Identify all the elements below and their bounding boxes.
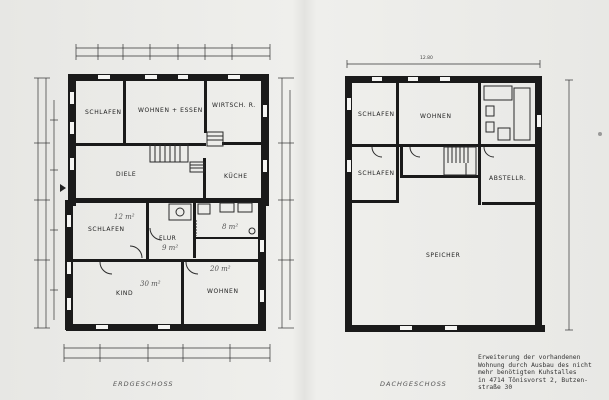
dachgeschoss-caption: DACHGESCHOSS [380,380,447,388]
eg-room-kueche: KÜCHE [224,173,248,180]
description-line: straße 30 [478,384,513,392]
eg-room-wohnen: WOHNEN [207,288,239,295]
eg-room-diele: DIELE [116,171,137,178]
eg-room-wohnen-essen: WOHNEN + ESSEN [138,107,203,114]
project-description: Erweiterung der vorhandenen Wohnung durc… [478,354,592,392]
dg-room-schlafen-2: SCHLAFEN [358,170,395,177]
dg-room-schlafen-1: SCHLAFEN [358,111,395,118]
description-line: Erweiterung der vorhandenen [478,354,581,361]
dachgeschoss-plan [345,60,602,332]
dg-room-abstellraum: ABSTELLR. [489,175,527,182]
eg-area-flur: 9 m² [162,244,179,252]
eg-room-schlafen-1: SCHLAFEN [85,109,122,116]
erdgeschoss-plan [34,44,294,362]
eg-area-bad: 8 m² [222,223,239,231]
eg-area-wohnen: 20 m² [210,265,231,273]
description-line: in 4714 Tönisvorst 2, Butzen- [478,376,588,384]
eg-room-schlafen-2: SCHLAFEN [88,226,125,233]
eg-room-kind: KIND [116,290,134,297]
eg-area-kind: 30 m² [140,280,161,288]
eg-room-flur: FLUR [159,235,177,242]
dg-room-wohnen: WOHNEN [420,113,452,120]
eg-room-wirtschaftsraum: WIRTSCH. R. [212,102,256,109]
eg-area-schlafen: 12 m² [114,213,135,221]
description-line: mehr benötigten Kuhstalles [478,369,577,377]
dg-room-speicher: SPEICHER [426,252,461,259]
dg-top-dimension: 12.80 [420,56,433,61]
erdgeschoss-caption: ERDGESCHOSS [113,380,174,388]
description-line: Wohnung durch Ausbau des nicht [478,361,592,369]
